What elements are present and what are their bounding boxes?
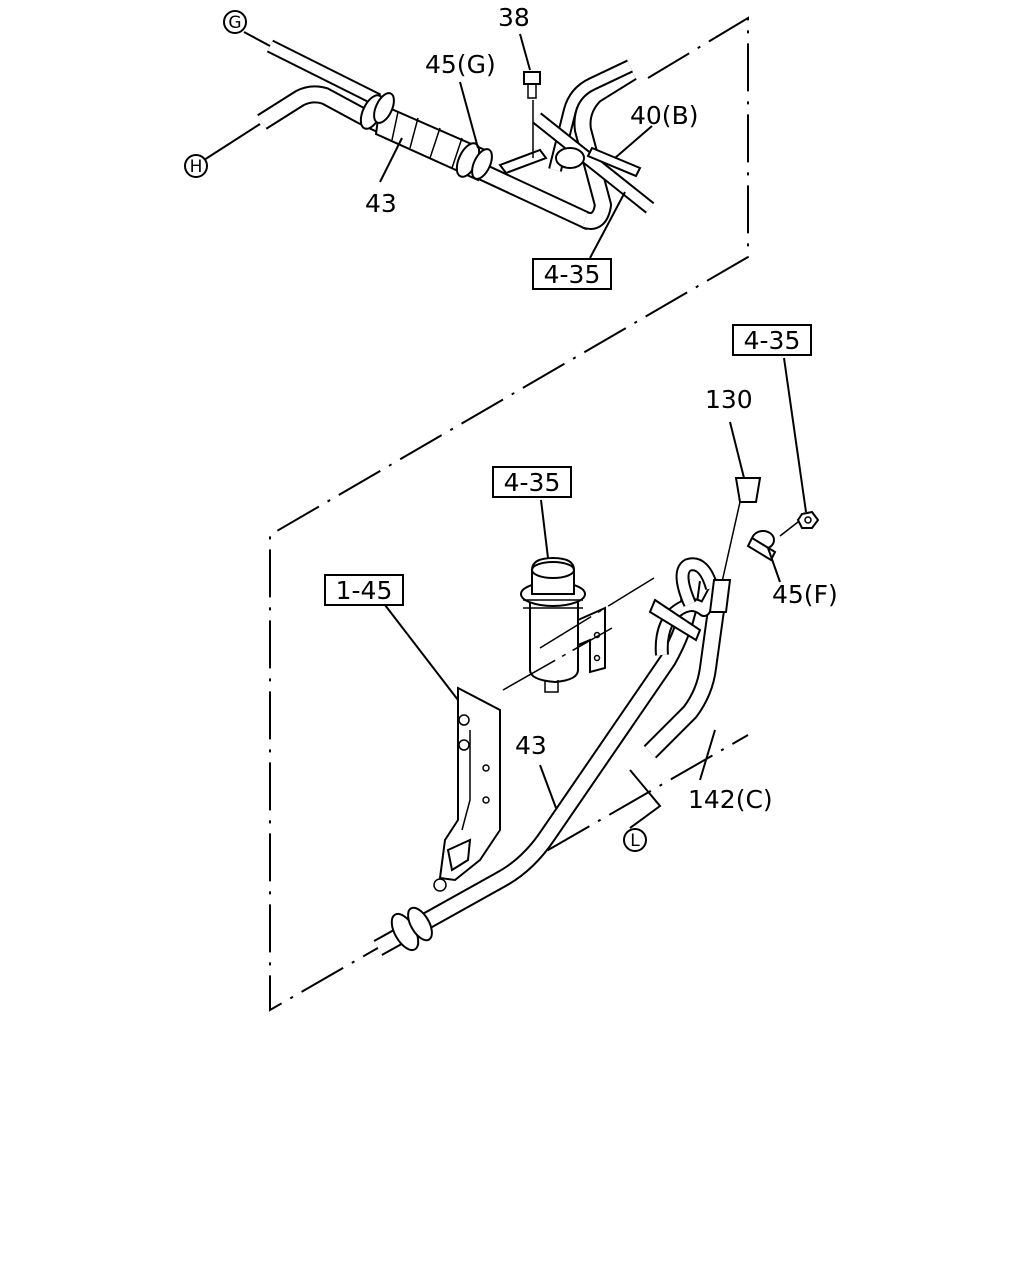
label-hose-142c: 142(C) — [688, 785, 773, 814]
label-clamp-40b: 40(B) — [630, 101, 698, 130]
ref-box-4-35-right: 4-35 — [732, 324, 812, 356]
svg-text:G: G — [228, 13, 241, 33]
callout-l: L — [623, 828, 647, 852]
label-part-130: 130 — [705, 385, 753, 414]
frame-boundary — [269, 16, 749, 1012]
svg-text:L: L — [630, 831, 640, 851]
upper-hose-assembly — [257, 39, 655, 231]
svg-text:H: H — [190, 157, 203, 177]
callout-g: G — [223, 10, 247, 34]
ref-box-4-35-top: 4-35 — [532, 258, 612, 290]
svg-text:4-35: 4-35 — [744, 326, 801, 355]
label-hose-43-bottom: 43 — [515, 731, 547, 760]
callout-h: H — [184, 154, 208, 178]
ref-box-1-45: 1-45 — [324, 574, 404, 606]
leader-lines — [203, 31, 807, 829]
label-clamp-45f: 45(F) — [772, 580, 838, 609]
lower-hose-assembly — [373, 477, 820, 956]
label-hose-43-top: 43 — [365, 189, 397, 218]
svg-text:4-35: 4-35 — [504, 468, 561, 497]
label-clamp-45g: 45(G) — [425, 50, 496, 79]
ref-box-4-35-tank: 4-35 — [492, 466, 572, 498]
svg-text:4-35: 4-35 — [544, 260, 601, 289]
svg-text:1-45: 1-45 — [336, 576, 393, 605]
label-bolt-38: 38 — [498, 3, 530, 32]
